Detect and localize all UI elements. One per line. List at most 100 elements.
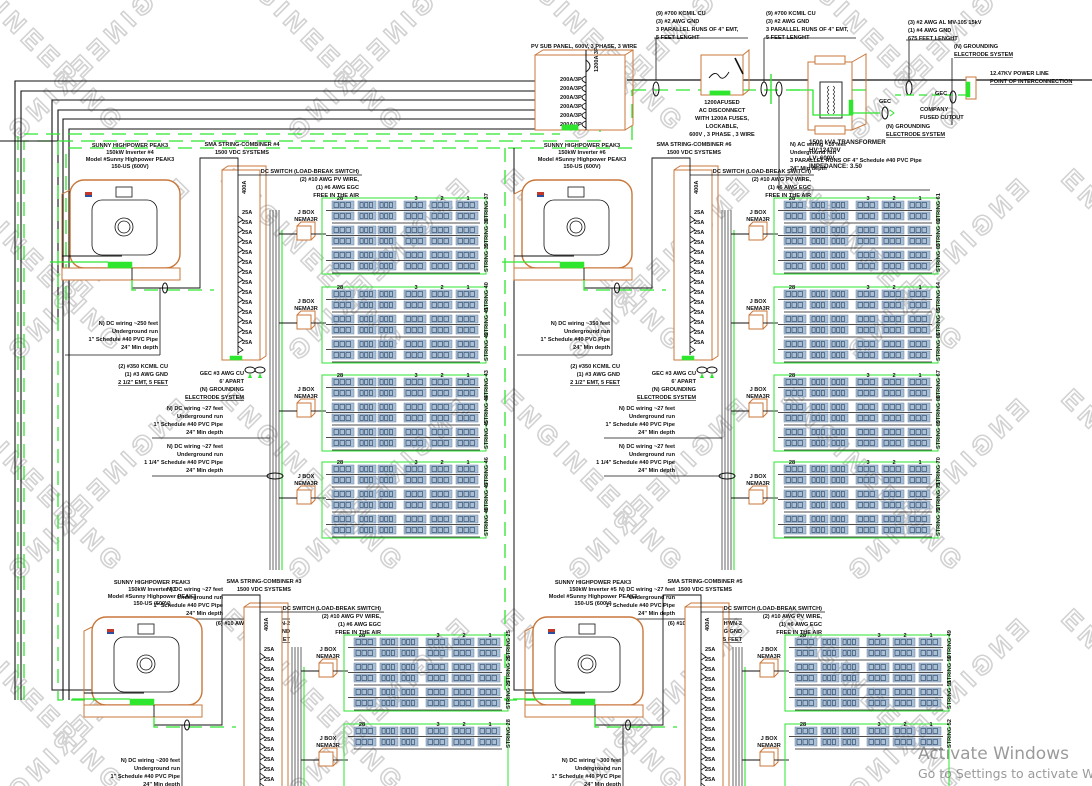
module-number: 3 [414,285,417,291]
pv-cell [405,527,411,533]
pv-module [455,438,479,448]
fuse-symbol [689,265,696,274]
pv-cell [443,440,449,446]
pv-cell [816,352,821,358]
ground-arrow [248,373,252,378]
pv-module [377,225,397,235]
pv-cell [431,213,437,219]
jbox-side [759,747,779,767]
pv-module [866,648,890,658]
pv-module [907,250,931,260]
jbox-run-callout: N) DC wiring ~27 feet [619,406,675,412]
pv-module [357,261,377,271]
pv-cell [915,516,921,522]
pv-cell [379,252,384,258]
pv-cell [889,202,895,208]
dc-switch-callout: FREE IN THE AIR [776,630,822,636]
pv-cell [883,404,889,410]
pv-cell [857,202,863,208]
pv-cell [822,650,827,656]
pv-cell [821,227,825,233]
pv-cell [411,664,415,670]
inverter-knob-icon [580,657,594,671]
pv-cell [417,390,423,396]
pv-cell [384,213,389,219]
pv-cell [463,379,469,385]
pv-cell [836,491,841,497]
pv-cell [364,316,369,322]
pv-cell [359,316,364,322]
fuse-symbol [689,295,696,304]
pv-cell [909,327,915,333]
pv-cell [437,516,443,522]
string-fuse-label: 25A [694,290,704,296]
pv-cell [443,429,449,435]
ground-conductor [594,717,677,728]
pv-cell [386,675,391,681]
pv-module [829,211,849,221]
fuse-symbol [237,245,244,254]
secondary-coil [832,85,835,91]
pv-module [829,475,849,485]
pv-cell [883,202,889,208]
pv-cell [811,291,816,297]
jbox-side [748,221,768,241]
pv-cell [842,650,847,656]
combiner-enclosure [243,606,283,786]
string-fuse-label: 25A [705,647,715,653]
pv-cell [811,466,816,472]
pv-cell [384,302,389,308]
inverter-label: Model #Sunny Highpower PEAK3 [538,157,627,163]
string-group-ground [321,461,487,539]
jbox-label: NEMA3R [294,481,318,487]
pv-cell [785,527,791,533]
pv-module [429,377,453,387]
pv-module [429,464,453,474]
pv-cell [433,728,439,734]
breaker-symbol [581,111,587,120]
pv-cell [345,502,351,508]
pv-cell [431,466,437,472]
pv-cell [469,327,475,333]
conduit-symbol [625,719,631,731]
jbox-label: NEMA3R [316,743,340,749]
pv-cell [836,327,841,333]
pv-cell [874,650,880,656]
pv-cell [369,516,373,522]
pv-module [829,339,849,349]
pv-cell [900,639,906,645]
inverter-label: SUNNY HIGHPOWER PEAK3 [555,580,631,586]
pv-cell [364,238,369,244]
pv-cell [847,675,852,681]
pv-cell [895,390,901,396]
pv-cell [359,440,364,446]
pv-cell [863,352,869,358]
string-label: STRING 45 [484,420,490,449]
activate-windows-title: Activate Windows [918,744,1069,764]
pv-module [881,500,905,510]
pv-cell [847,650,852,656]
pv-cell [369,263,373,269]
inverter-label: 150kW Inverter #4 [106,150,154,156]
pv-cell [453,700,459,706]
pv-cell [869,238,875,244]
gec-conduit [949,90,957,104]
pv-cell [863,516,869,522]
pv-module [377,514,397,524]
pv-cell [895,440,901,446]
pv-cell [791,202,797,208]
pv-module [855,261,879,271]
sma-logo-icon [85,192,92,195]
pv-cell [333,429,339,435]
pv-cell [816,202,821,208]
pv-cell [389,466,393,472]
pv-cell [359,466,364,472]
pv-cell [926,639,932,645]
pv-module [425,737,449,747]
pv-cell [900,650,906,656]
pv-cell [889,415,895,421]
pv-cell [857,316,863,322]
pv-module [403,300,427,310]
inverter-label: 150-US (600V) [563,164,600,170]
sma-logo-icon [548,629,555,632]
